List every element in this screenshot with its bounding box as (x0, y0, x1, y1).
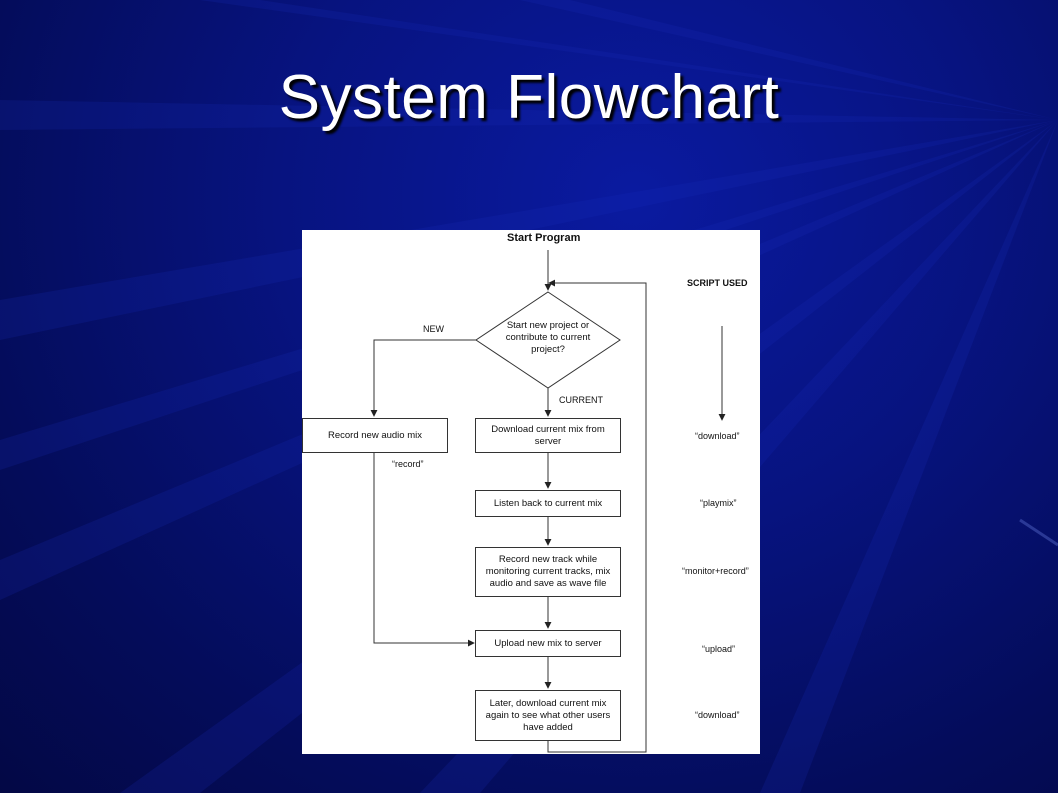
record-track-box: Record new track while monitoring curren… (475, 547, 621, 597)
script-playmix-label: “playmix” (700, 498, 737, 508)
script-download-label: “download” (695, 431, 740, 441)
flowchart-connectors (370, 250, 726, 753)
connector-loop-back (547, 279, 647, 753)
branch-current-label: CURRENT (559, 395, 603, 405)
connector-new-mix-upload (373, 453, 475, 647)
slide-title: System Flowchart (278, 63, 780, 132)
script-upload-label: “upload” (702, 644, 736, 654)
listen-back-box: Listen back to current mix (475, 490, 621, 517)
flowchart-diagram: Start Program SCRIPT USED Start new proj… (302, 230, 760, 754)
connector-new-branch (370, 339, 476, 417)
decision-text: Start new project or contribute to curre… (505, 320, 591, 355)
start-label: Start Program (507, 232, 581, 244)
script-download-again-label: “download” (695, 710, 740, 720)
script-used-header: SCRIPT USED (687, 278, 748, 288)
script-monitor-record-label: “monitor+record” (682, 566, 749, 576)
record-new-mix-box: Record new audio mix (302, 418, 448, 453)
later-download-box: Later, download current mix again to see… (475, 690, 621, 741)
download-mix-box: Download current mix from server (475, 418, 621, 453)
branch-new-label: NEW (423, 324, 444, 334)
script-record-label: “record” (392, 459, 424, 469)
upload-mix-box: Upload new mix to server (475, 630, 621, 657)
